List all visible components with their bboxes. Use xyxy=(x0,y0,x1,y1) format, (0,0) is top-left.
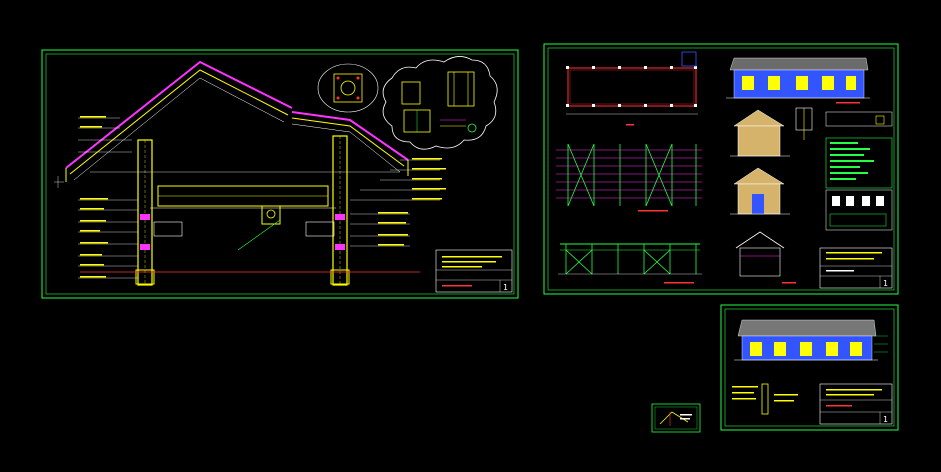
wall-detail xyxy=(732,383,798,415)
cross-section xyxy=(735,231,796,284)
left-column xyxy=(135,139,183,286)
sheet-1[interactable]: 1 xyxy=(41,49,519,299)
sheet-4[interactable] xyxy=(651,403,701,433)
sheet-4-border xyxy=(651,403,701,433)
side-elevation-1 xyxy=(730,109,790,157)
sheet-3-number: 1 xyxy=(883,415,888,424)
sheet-2[interactable]: 1 xyxy=(543,43,899,295)
sheet-3-outer-border xyxy=(720,304,899,431)
sheet-2-outer-border xyxy=(543,43,899,295)
sheet-3-title-block[interactable]: 1 xyxy=(819,383,893,425)
roof-left-slope xyxy=(65,60,293,182)
frame-elevation xyxy=(558,243,702,284)
left-leaders xyxy=(54,117,138,279)
sheet-1-inner-border xyxy=(45,53,515,295)
sheet-2-inner-border xyxy=(547,47,895,291)
right-leaders xyxy=(350,159,440,247)
building-front-elevation xyxy=(726,57,870,104)
main-elevation xyxy=(734,319,888,361)
sheet-1-number: 1 xyxy=(503,283,508,292)
floor-plan xyxy=(566,51,698,126)
specifications-table xyxy=(825,111,893,231)
sheet-2-number: 1 xyxy=(883,279,888,288)
column-section-detail xyxy=(795,107,813,140)
sheet-3-inner-border xyxy=(724,308,895,427)
side-elevation-2 xyxy=(730,167,790,215)
revision-cloud-icon[interactable] xyxy=(382,56,498,150)
lamp-detail xyxy=(237,205,281,251)
sheet-2-title-block[interactable]: 1 xyxy=(819,247,893,289)
sheet-3[interactable]: 1 xyxy=(720,304,899,431)
sheet-1-title-block[interactable]: 1 xyxy=(435,249,513,293)
ceiling-beam xyxy=(90,171,400,209)
sheet-1-outer-border xyxy=(41,49,519,299)
roof-right-slope xyxy=(291,111,409,176)
annotation-marks xyxy=(80,116,446,278)
right-column xyxy=(305,135,350,286)
column-detail-icon[interactable] xyxy=(317,63,379,113)
framing-plan xyxy=(556,143,702,212)
